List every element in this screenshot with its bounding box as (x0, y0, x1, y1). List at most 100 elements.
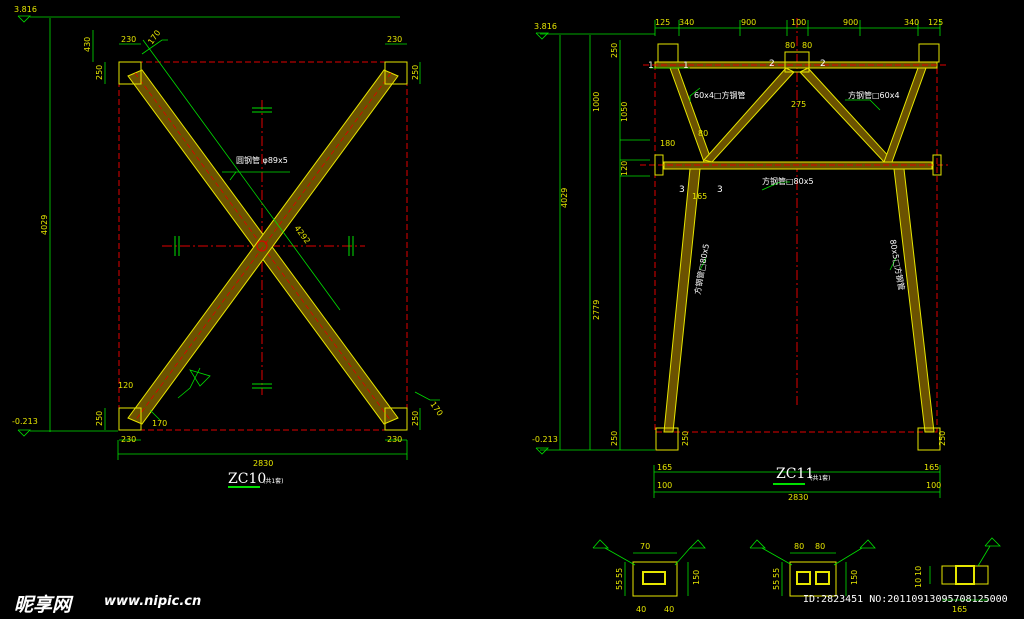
zc11-top-dim-6: 340 (904, 18, 919, 27)
zc10-plate-tl (118, 61, 142, 85)
detail-2-top-dim-a: 80 (794, 542, 804, 551)
detail-1-right-dim: 150 (692, 570, 701, 585)
zc11-dim-165-br: 165 (924, 463, 939, 472)
detail-2-side-dim-b: 55 (772, 580, 781, 590)
zc11-brace-upper-right-2 (883, 67, 927, 163)
detail-1-bottom-dim-b: 40 (664, 605, 674, 614)
zc11-mid-dim-275: 275 (791, 100, 806, 109)
zc11-section-2b: 2 (820, 59, 826, 69)
zc10-dim-pipe-bl: 170 (152, 419, 167, 428)
zc11-top-dim-7: 125 (928, 18, 943, 27)
zc10-dim-plate-w-tr: 230 (387, 35, 402, 44)
zc11-mid-dim-80b: 80 (802, 41, 812, 50)
zc11-section-3a: 3 (679, 185, 685, 195)
zc11-dim-165-bl: 165 (657, 463, 672, 472)
zc11-top-dim-2: 340 (679, 18, 694, 27)
detail-2-top-dim-b: 80 (815, 542, 825, 551)
zc11-total-height: 4029 (560, 188, 569, 208)
zc10-drawing: 3.816 -0.213 4029 430 250 250 250 250 23… (12, 5, 444, 488)
detail-3: 10 10 165 (914, 537, 1001, 614)
detail-3-bottom-dim: 165 (952, 605, 967, 614)
detail-1-top-dim: 70 (640, 542, 650, 551)
zc10-level-top: 3.816 (14, 5, 37, 14)
zc11-dim-180: 180 (660, 139, 675, 148)
zc11-brace-upper-left-1 (669, 67, 713, 163)
detail-2: 80 80 55 55 150 (749, 539, 876, 597)
zc10-dim-pipe-tl: 170 (146, 28, 162, 46)
zc10-dim-plate-w-tl: 230 (121, 35, 136, 44)
zc11-right-dim-250: 250 (938, 431, 947, 446)
zc11-section-1a: 1 (648, 61, 654, 71)
zc10-pipe-label: 圆钢管 φ89x5 (236, 155, 288, 165)
zc11-left-dim-5: 2779 (592, 300, 601, 320)
zc10-dim-plate-w-br: 230 (387, 435, 402, 444)
zc10-total-width: 2830 (253, 459, 273, 468)
detail-1: 70 55 55 150 40 40 (592, 539, 706, 614)
zc11-mid-dim-80c: 80 (698, 129, 708, 138)
zc11-dim-100-bl: 100 (657, 481, 672, 490)
zc11-brace-upper-right-1 (799, 67, 893, 163)
zc11-top-dim-3: 900 (741, 18, 756, 27)
zc10-dim-plate-tr: 250 (411, 65, 420, 80)
detail-3-side-dim-a: 10 (914, 566, 923, 576)
zc10-dim-120: 120 (118, 381, 133, 390)
zc11-dim-165-top: 165 (692, 192, 707, 201)
zc11-title: ZC11 (776, 466, 814, 482)
zc11-plate-bl (655, 427, 679, 451)
detail-1-bottom-dim-a: 40 (636, 605, 646, 614)
zc10-dim-plate-br: 250 (411, 411, 420, 426)
zc11-dim-100-br: 100 (926, 481, 941, 490)
zc11-top-dim-4: 100 (791, 18, 806, 27)
zc11-leg-right (893, 168, 935, 433)
zc11-level-top: 3.816 (534, 22, 557, 31)
zc11-top-dim-1: 125 (655, 18, 670, 27)
zc10-plate-tr (384, 61, 408, 85)
zc11-top-dim-5: 900 (843, 18, 858, 27)
watermark-logo: 昵享网 (14, 594, 72, 616)
zc10-dim-plate-bl: 250 (95, 411, 104, 426)
zc11-left-dim-6: 250 (610, 431, 619, 446)
detail-1-side-dim-b: 55 (615, 580, 624, 590)
zc11-plate-tl (657, 43, 679, 63)
watermark-id: ID:2823451 NO:20110913095708125000 (803, 594, 1008, 605)
zc10-dim-plate-tl: 250 (95, 65, 104, 80)
zc10-level-bottom: -0.213 (12, 417, 38, 426)
zc10-title-note: (共1套) (263, 477, 284, 485)
zc10-title: ZC10 (228, 471, 266, 487)
zc11-left-dim-3: 1050 (620, 102, 629, 122)
zc11-plate-top-mid (784, 51, 810, 73)
detail-2-side-dim-a: 55 (772, 568, 781, 578)
zc11-plate-br (917, 427, 941, 451)
detail-2-right-dim: 150 (850, 570, 859, 585)
zc10-dim-430: 430 (83, 37, 92, 52)
zc11-total-width: 2830 (788, 493, 808, 502)
zc11-brace-upper-left-2 (703, 67, 795, 163)
zc11-section-2a: 2 (769, 59, 775, 69)
zc11-leg-label-left: 方钢管□80x5 (692, 243, 711, 296)
zc11-mid-dim-80a: 80 (785, 41, 795, 50)
zc10-dim-plate-w-bl: 230 (121, 435, 136, 444)
watermark-url: www.nipic.cn (104, 594, 202, 609)
zc10-dim-pipe-br: 170 (428, 400, 444, 418)
zc10-diag-length: 4292 (292, 224, 311, 246)
detail-3-side-dim-b: 10 (914, 578, 923, 588)
zc11-brace-label-left: 60x4□方钢管 (694, 90, 746, 100)
zc11-left-plate-250: 250 (681, 431, 690, 446)
zc11-brace-label-right: 方钢管□60x4 (848, 90, 900, 100)
zc11-section-1b: 1 (683, 61, 689, 71)
zc11-left-dim-1: 250 (610, 43, 619, 58)
zc10-total-height: 4029 (40, 215, 49, 235)
zc11-title-note: (共1套) (810, 474, 831, 482)
zc11-level-bottom: -0.213 (532, 435, 558, 444)
zc10-plate-br (384, 407, 408, 431)
detail-1-side-dim-a: 55 (615, 568, 624, 578)
zc11-left-dim-2: 1000 (592, 92, 601, 112)
zc11-leg-left (663, 168, 701, 433)
zc11-section-3b: 3 (717, 185, 723, 195)
zc10-frame (118, 61, 408, 431)
zc10-plate-bl (118, 407, 142, 431)
zc10-diagonal-pipe-b (127, 69, 399, 425)
zc11-drawing: 3.816 -0.213 125 340 900 100 900 340 125… (532, 18, 948, 502)
zc11-beam-label: 方钢管□80x5 (762, 176, 814, 186)
